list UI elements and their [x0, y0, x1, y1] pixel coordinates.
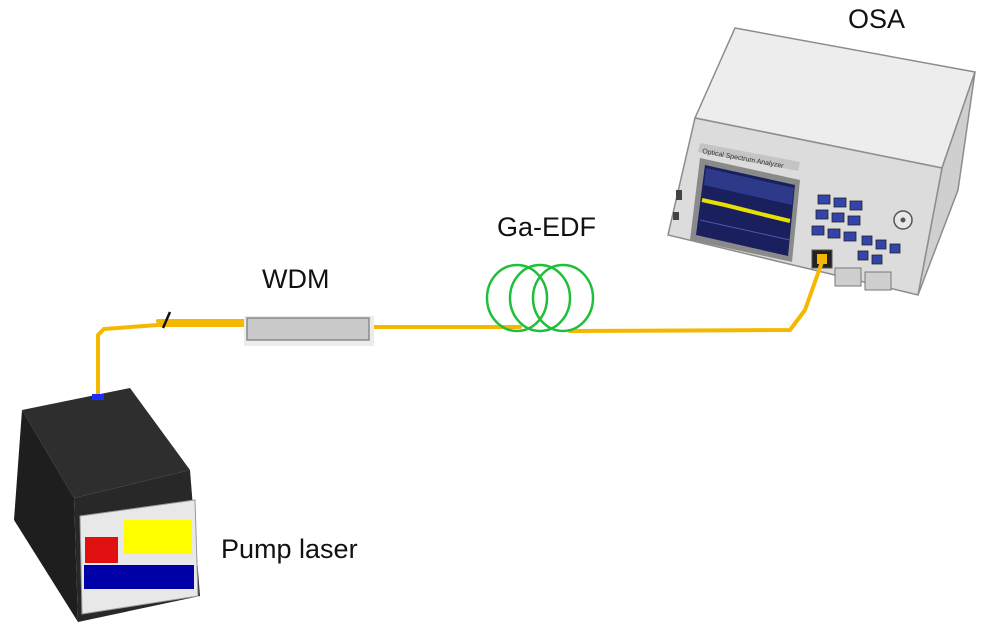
osa-lower-bay: [834, 267, 862, 287]
wdm-coupler: [244, 316, 374, 346]
pump-red-panel: [85, 537, 118, 563]
osa-indicator: [676, 190, 682, 200]
osa-input-port-inner: [817, 254, 827, 264]
osa-label: OSA: [848, 4, 906, 34]
coil-loop: [485, 263, 549, 333]
coil-loop: [531, 263, 595, 333]
osa-spectrum-grid: [699, 219, 791, 241]
pump-top-face: [22, 388, 190, 498]
pump-yellow-panel: [124, 520, 192, 554]
pump-laser: [14, 388, 200, 622]
fiber-pump-to-wdm: [96, 323, 248, 398]
fiber-end-marker: [161, 311, 172, 329]
osa-lower-bay: [864, 271, 892, 291]
osa-indicator: [673, 212, 679, 220]
osa-screen-upper: [704, 168, 794, 205]
pump-fiber-port: [92, 394, 104, 400]
pump-blue-panel: [84, 565, 194, 589]
coil-loop: [508, 263, 572, 333]
fiber-lines: [96, 260, 824, 398]
osa-title-strip: [698, 143, 800, 171]
osa-keypad: [811, 194, 901, 265]
fiber-coil-to-osa: [568, 260, 824, 333]
pump-laser-label: Pump laser: [221, 534, 358, 564]
wdm-label: WDM: [262, 264, 330, 294]
osa-instrument: Optical Spectrum Analyzer: [667, 27, 976, 296]
ga-edf-coil: [485, 263, 595, 333]
osa-knob-center: [900, 217, 906, 223]
ga-edf-label: Ga-EDF: [497, 212, 597, 242]
pump-side-face: [14, 410, 78, 622]
osa-spectrum-trace: [701, 198, 791, 223]
wdm-body: [246, 317, 370, 341]
